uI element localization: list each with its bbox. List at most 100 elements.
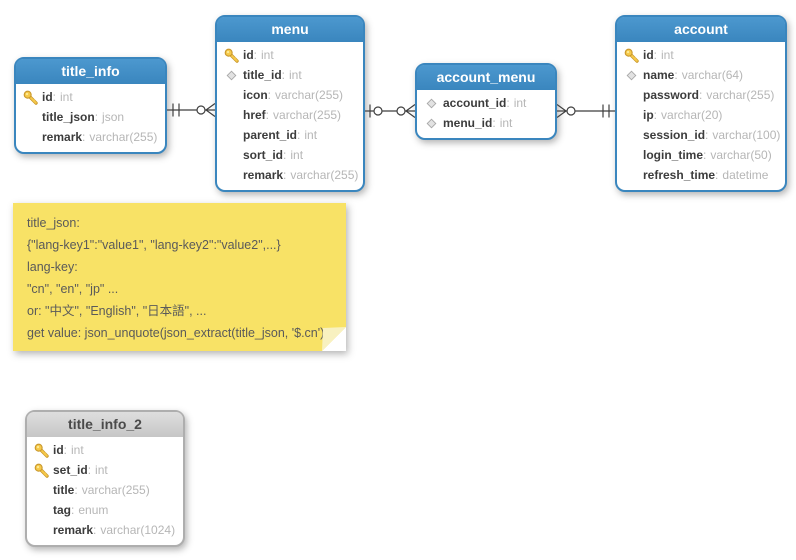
note-line: get value: json_unquote(json_extract(tit… xyxy=(27,326,325,340)
note-line: {"lang-key1":"value1", "lang-key2":"valu… xyxy=(27,238,281,252)
foreign-key-icon xyxy=(422,98,440,109)
field-row-account_id[interactable]: account_idint xyxy=(422,93,550,113)
table-title_info_2[interactable]: title_info_2idintset_idinttitlevarchar(2… xyxy=(25,410,185,547)
primary-key-icon xyxy=(32,463,50,478)
field-type: int xyxy=(289,68,302,82)
field-name: menu_id xyxy=(443,116,496,130)
connector-account_menu-to-account[interactable] xyxy=(556,104,615,118)
table-header[interactable]: title_info xyxy=(16,59,165,84)
field-row-remark[interactable]: remark varchar(255) xyxy=(21,127,160,147)
table-title_info[interactable]: title_infoidint title_json json remark varch… xyxy=(14,57,167,154)
field-row-href[interactable]: href varchar(255) xyxy=(222,105,358,125)
connector-title_info-to-menu[interactable] xyxy=(167,103,216,117)
foreign-key-icon-glyph xyxy=(626,70,636,80)
table-account[interactable]: accountidintnamevarchar(64)passwordvarch… xyxy=(615,15,787,192)
note-line: lang-key: xyxy=(27,260,78,274)
field-name: login_time xyxy=(643,148,706,162)
field-type: int xyxy=(290,148,304,162)
folded-corner xyxy=(322,327,346,351)
field-row-remark[interactable]: remarkvarchar(255) xyxy=(222,165,358,185)
field-row-menu_id[interactable]: menu_idint xyxy=(422,113,550,133)
table-title: title_info xyxy=(61,63,120,79)
table-header[interactable]: title_info_2 xyxy=(27,412,183,437)
field-type: json xyxy=(102,110,125,124)
field-type: datetime xyxy=(722,168,769,182)
field-name: set_id xyxy=(53,463,91,477)
primary-key-icon-glyph xyxy=(34,463,49,478)
field-row-password[interactable]: password varchar(255) xyxy=(622,85,780,105)
field-type: varchar(1024) xyxy=(100,523,176,537)
field-name: id xyxy=(42,90,56,104)
field-name: refresh_time xyxy=(643,168,718,182)
field-type: varchar(100) xyxy=(712,128,781,142)
table-rows: idintnamevarchar(64)passwordvarchar(255)… xyxy=(617,42,785,190)
primary-key-icon xyxy=(32,443,50,458)
primary-key-icon-glyph xyxy=(34,443,49,458)
primary-key-icon xyxy=(622,48,640,63)
table-title: account_menu xyxy=(436,69,536,85)
field-name: title_json xyxy=(42,110,98,124)
table-header[interactable]: menu xyxy=(217,17,363,42)
field-name: id xyxy=(53,443,67,457)
field-name: account_id xyxy=(443,96,510,110)
field-type: varchar(255) xyxy=(81,483,150,497)
table-header[interactable]: account_menu xyxy=(417,65,555,90)
field-row-title[interactable]: titlevarchar(255) xyxy=(32,480,178,500)
primary-key-icon-glyph xyxy=(224,48,239,63)
field-type: varchar(255) xyxy=(706,88,775,102)
field-row-title_json[interactable]: title_json json xyxy=(21,107,160,127)
field-type: int xyxy=(60,90,73,104)
field-type: int xyxy=(95,463,108,477)
field-row-remark[interactable]: remarkvarchar(1024) xyxy=(32,520,178,540)
field-type: int xyxy=(261,48,274,62)
field-row-title_id[interactable]: title_idint xyxy=(222,65,358,85)
field-row-set_id[interactable]: set_id int xyxy=(32,460,178,480)
sticky-note[interactable]: title_json:{"lang-key1":"value1", "lang-… xyxy=(13,203,346,351)
field-row-name[interactable]: namevarchar(64) xyxy=(622,65,780,85)
field-row-parent_id[interactable]: parent_idint xyxy=(222,125,358,145)
field-name: tag xyxy=(53,503,74,517)
field-type: int xyxy=(661,48,674,62)
field-name: ip xyxy=(643,108,657,122)
field-row-id[interactable]: idint xyxy=(222,45,358,65)
field-type: varchar(64) xyxy=(681,68,744,82)
field-type: int xyxy=(71,443,84,457)
field-row-id[interactable]: idint xyxy=(21,87,160,107)
field-type: varchar(255) xyxy=(89,130,158,144)
field-name: id xyxy=(643,48,657,62)
table-account_menu[interactable]: account_menu account_idintmenu_idint xyxy=(415,63,557,140)
field-type: varchar(20) xyxy=(661,108,723,122)
field-row-login_time[interactable]: login_time varchar(50) xyxy=(622,145,780,165)
field-name: password xyxy=(643,88,702,102)
table-rows: account_idintmenu_idint xyxy=(417,90,555,138)
field-row-sort_id[interactable]: sort_idint xyxy=(222,145,358,165)
foreign-key-icon xyxy=(422,118,440,129)
table-rows: idintset_idinttitlevarchar(255)tagenumre… xyxy=(27,437,183,545)
primary-key-icon-glyph xyxy=(624,48,639,63)
table-menu[interactable]: menuidinttitle_idinticonvarchar(255)href… xyxy=(215,15,365,192)
connector-menu-to-account_menu[interactable] xyxy=(365,104,416,118)
field-row-ip[interactable]: ip varchar(20) xyxy=(622,105,780,125)
field-name: parent_id xyxy=(243,128,300,142)
field-name: id xyxy=(243,48,257,62)
foreign-key-icon xyxy=(622,70,640,81)
field-name: name xyxy=(643,68,678,82)
table-rows: idint title_json json remark varchar(255) xyxy=(16,84,165,152)
field-row-id[interactable]: idint xyxy=(32,440,178,460)
folded-corner-glyph xyxy=(322,327,346,351)
field-row-id[interactable]: idint xyxy=(622,45,780,65)
field-type: varchar(50) xyxy=(710,148,772,162)
field-name: remark xyxy=(42,130,85,144)
table-rows: idinttitle_idinticonvarchar(255)hrefvarc… xyxy=(217,42,363,190)
field-row-tag[interactable]: tagenum xyxy=(32,500,178,520)
field-name: href xyxy=(243,108,269,122)
note-line: or: "中文", "English", "日本語", ... xyxy=(27,304,207,318)
field-row-refresh_time[interactable]: refresh_time datetime xyxy=(622,165,780,185)
table-header[interactable]: account xyxy=(617,17,785,42)
field-row-session_id[interactable]: session_id varchar(100) xyxy=(622,125,780,145)
field-name: session_id xyxy=(643,128,708,142)
field-type: varchar(255) xyxy=(273,108,342,122)
primary-key-icon xyxy=(21,90,39,105)
field-row-icon[interactable]: iconvarchar(255) xyxy=(222,85,358,105)
